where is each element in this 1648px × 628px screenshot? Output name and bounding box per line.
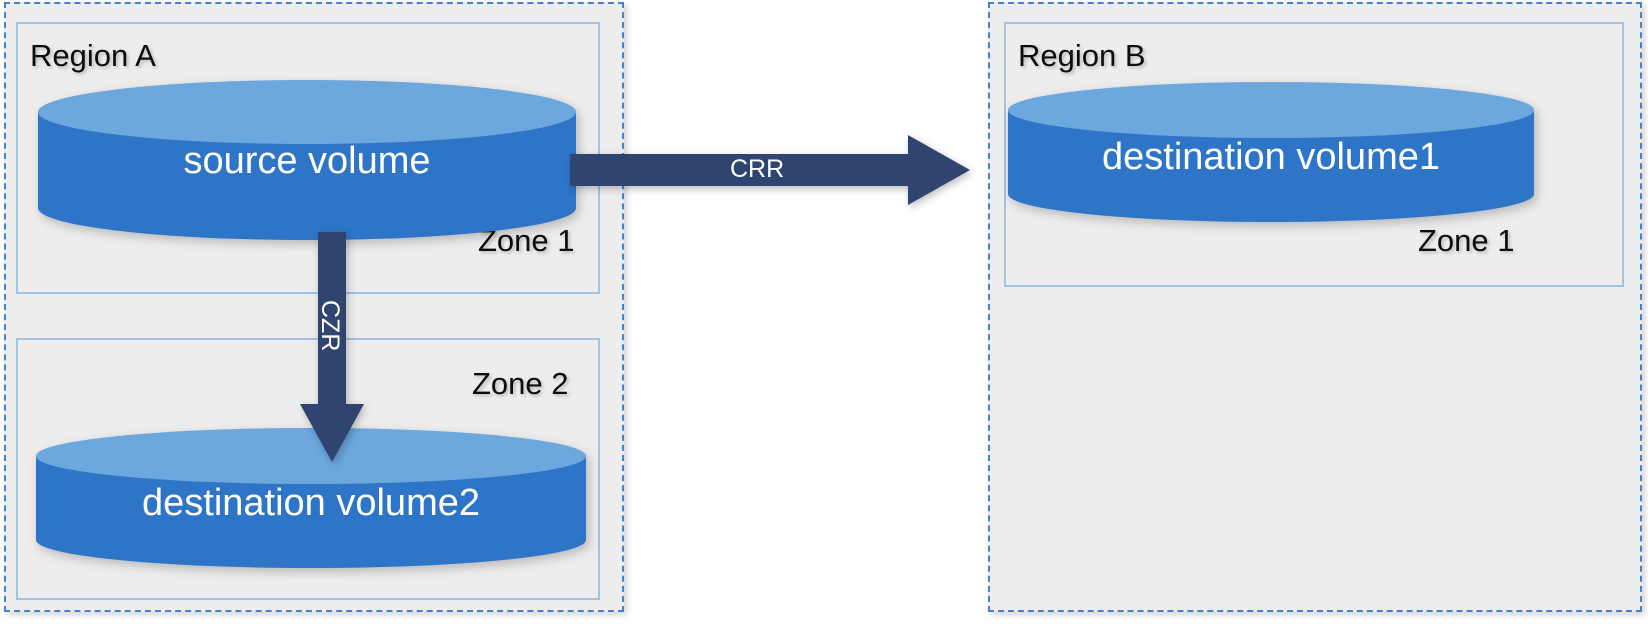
region-b-label: Region B (1018, 38, 1146, 73)
cylinder-shape-icon (36, 428, 586, 568)
arrow-down-icon (300, 232, 364, 462)
czr-arrow-label: CZR (316, 300, 344, 352)
source-volume-cylinder[interactable]: source volume (38, 80, 576, 240)
crr-arrow-label: CRR (730, 155, 785, 183)
destination-volume1-cylinder[interactable]: destination volume1 (1008, 82, 1534, 222)
region-a-label: Region A (30, 38, 156, 73)
cylinder-shape-icon (1008, 82, 1534, 222)
arrow-right-icon (570, 135, 970, 205)
zone-b1-label: Zone 1 (1418, 223, 1515, 258)
crr-arrow[interactable] (570, 135, 970, 205)
czr-arrow[interactable] (300, 232, 364, 462)
cylinder-shape-icon (38, 80, 576, 240)
zone-a2-label: Zone 2 (472, 366, 569, 401)
